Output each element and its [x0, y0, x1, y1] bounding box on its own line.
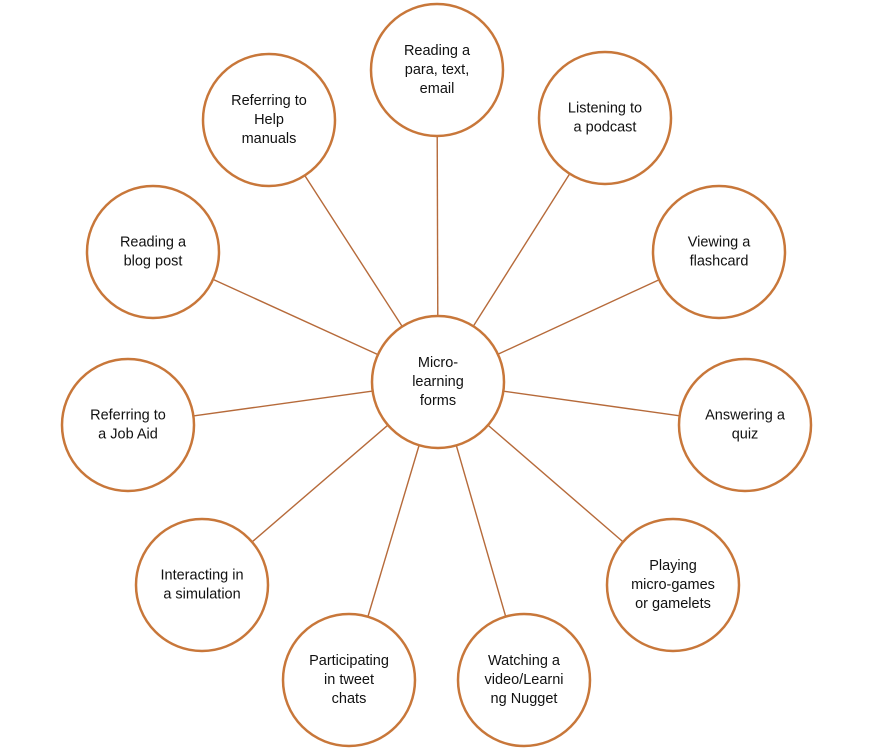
node-listening-to-a-podcast-label-line: Listening to — [568, 101, 642, 117]
node-interacting-in-a-simulation: Interacting in a simulation — [134, 517, 270, 653]
node-referring-to-help-manuals: Referring to Help manuals — [201, 52, 337, 188]
node-circle — [651, 184, 787, 320]
node-answering-a-quiz-label-line: Answering a — [705, 408, 786, 424]
node-interacting-in-a-simulation-label-line: a simulation — [163, 587, 240, 603]
node-interacting-in-a-simulation-label-line: Interacting in — [160, 568, 243, 584]
node-viewing-a-flashcard: Viewing a flashcard — [651, 184, 787, 320]
connector-participating-in-tweet-chats — [367, 445, 420, 617]
node-answering-a-quiz: Answering a quiz — [677, 357, 813, 493]
connector-playing-micro-games — [487, 424, 624, 543]
connector-interacting-in-a-simulation — [251, 424, 389, 543]
node-circle — [537, 50, 673, 186]
node-circle — [201, 52, 337, 188]
node-watching-a-video-label-line: video/Learni — [485, 672, 564, 688]
node-reading-a-para-label-line: Reading a — [404, 43, 471, 59]
node-referring-to-a-job-aid: Referring to a Job Aid — [60, 357, 196, 493]
connector-reading-a-blog-post — [212, 278, 379, 356]
connector-referring-to-help-manuals — [304, 175, 403, 327]
node-circle — [281, 612, 417, 748]
node-circle — [60, 357, 196, 493]
center-label-line: learning — [412, 374, 464, 390]
node-listening-to-a-podcast-label-line: a podcast — [574, 120, 637, 136]
center-label-line: Micro- — [418, 355, 458, 371]
node-referring-to-a-job-aid-label-line: Referring to — [90, 408, 166, 424]
connector-listening-to-a-podcast — [472, 173, 571, 327]
node-participating-in-tweet-chats: Participating in tweet chats — [281, 612, 417, 748]
node-circle — [677, 357, 813, 493]
node-circle — [134, 517, 270, 653]
node-participating-in-tweet-chats-label-line: Participating — [309, 653, 389, 669]
center-node: Micro-learning forms — [370, 314, 506, 450]
node-watching-a-video: Watching a video/Learni ng Nugget — [456, 612, 592, 748]
node-participating-in-tweet-chats-label-line: chats — [332, 691, 367, 707]
node-reading-a-blog-post: Reading a blog post — [85, 184, 221, 320]
node-viewing-a-flashcard-label-line: Viewing a — [688, 235, 752, 251]
node-circle — [85, 184, 221, 320]
node-referring-to-help-manuals-label-line: Help — [254, 112, 284, 128]
connector-referring-to-a-job-aid — [193, 390, 373, 417]
connector-watching-a-video — [455, 445, 507, 617]
connector-answering-a-quiz — [503, 390, 680, 417]
node-referring-to-a-job-aid-label-line: a Job Aid — [98, 427, 158, 443]
node-listening-to-a-podcast: Listening to a podcast — [537, 50, 673, 186]
node-reading-a-para-label-line: email — [420, 81, 455, 97]
node-viewing-a-flashcard-label-line: flashcard — [690, 254, 749, 270]
node-playing-micro-games-label-line: or gamelets — [635, 596, 711, 612]
node-watching-a-video-label-line: Watching a — [488, 653, 561, 669]
node-playing-micro-games-label-line: micro-games — [631, 577, 715, 593]
node-referring-to-help-manuals-label-line: Referring to — [231, 93, 307, 109]
node-playing-micro-games-label-line: Playing — [649, 558, 697, 574]
center-label-line: forms — [420, 393, 456, 409]
node-referring-to-help-manuals-label-line: manuals — [242, 131, 297, 147]
node-watching-a-video-label-line: ng Nugget — [491, 691, 558, 707]
node-reading-a-blog-post-label-line: Reading a — [120, 235, 187, 251]
node-reading-a-para-label-line: para, text, — [405, 62, 469, 78]
node-circle — [369, 2, 505, 138]
node-circle — [605, 517, 741, 653]
node-circle — [456, 612, 592, 748]
center-circle — [370, 314, 506, 450]
connector-viewing-a-flashcard — [497, 279, 660, 355]
node-playing-micro-games: Playing micro-games or gamelets — [605, 517, 741, 653]
node-answering-a-quiz-label-line: quiz — [732, 427, 759, 443]
connector-reading-a-para — [436, 135, 439, 317]
node-reading-a-para: Reading a para, text, email — [369, 2, 505, 138]
connectors — [193, 135, 680, 617]
node-reading-a-blog-post-label-line: blog post — [124, 254, 183, 270]
node-participating-in-tweet-chats-label-line: in tweet — [324, 672, 374, 688]
